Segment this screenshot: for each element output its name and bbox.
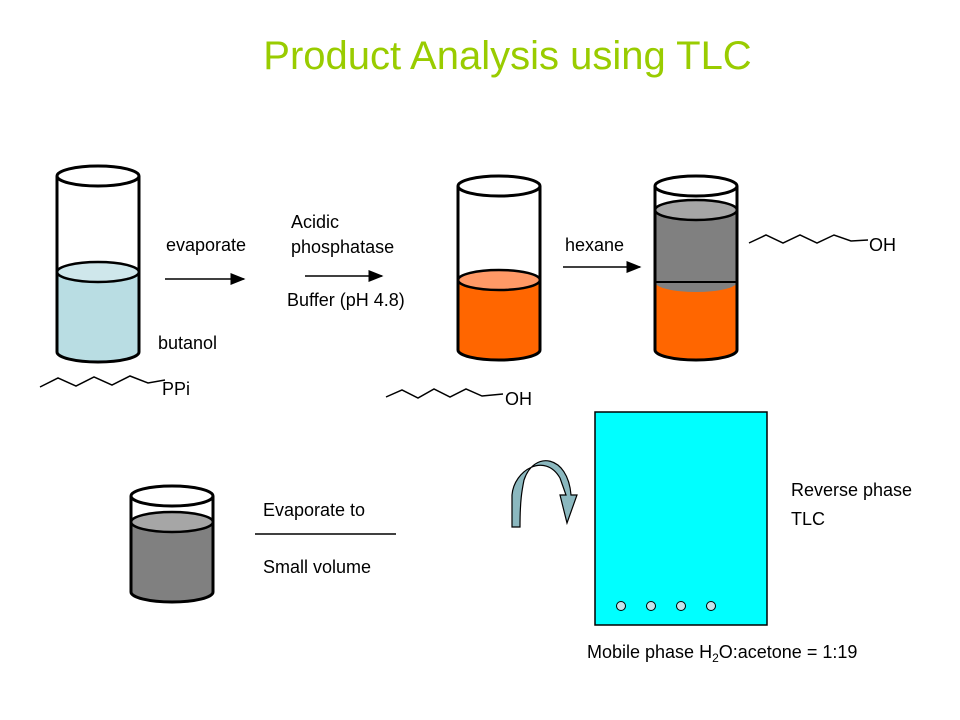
label-ppi: PPi [162, 379, 191, 399]
tlc-spot [706, 601, 716, 611]
tlc-spot [646, 601, 656, 611]
label-mobile-phase: Mobile phase H2O:acetone = 1:19 [587, 640, 857, 666]
label-tlc: TLC [791, 509, 826, 529]
label-small-volume: Small volume [263, 557, 372, 577]
tlc-plate-icon [594, 411, 768, 626]
beaker-icon [55, 164, 141, 364]
tlc-spot [676, 601, 686, 611]
mobile-phase-subscript: 2 [712, 651, 719, 665]
beaker-icon [456, 174, 542, 362]
wavy-chain-icon [748, 234, 869, 244]
wavy-chain-icon [385, 388, 504, 399]
page-title: Product Analysis using TLC [263, 34, 752, 78]
label-acidic: Acidic [291, 212, 340, 232]
mobile-phase-suffix: O:acetone = 1:19 [718, 642, 858, 662]
label-evaporate: evaporate [166, 235, 247, 255]
beaker-icon [129, 484, 215, 604]
label-reverse-phase: Reverse phase [791, 480, 913, 500]
label-oh-bottom: OH [505, 389, 532, 409]
mobile-phase-prefix: Mobile phase H [587, 642, 713, 662]
label-phosphatase: phosphatase [291, 237, 395, 257]
beaker-icon [653, 174, 739, 362]
tlc-spot [616, 601, 626, 611]
label-buffer: Buffer (pH 4.8) [287, 290, 405, 310]
label-oh-right: OH [869, 235, 896, 255]
label-evaporate-to: Evaporate to [263, 500, 366, 520]
curved-arrow-icon [511, 460, 578, 528]
label-butanol: butanol [158, 333, 218, 353]
label-hexane: hexane [565, 235, 625, 255]
wavy-chain-icon [39, 375, 166, 388]
